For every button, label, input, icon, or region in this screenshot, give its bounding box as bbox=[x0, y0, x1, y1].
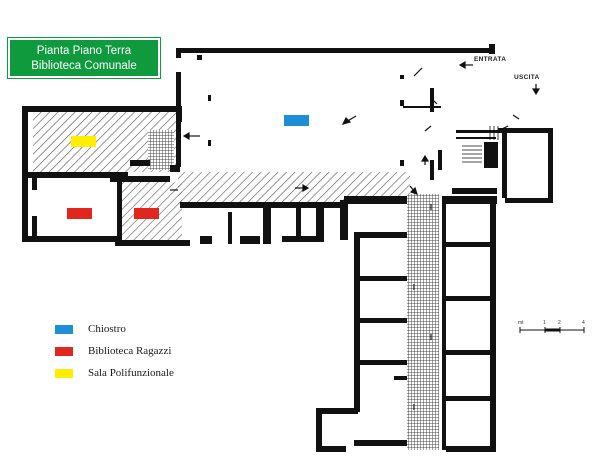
scale-bar bbox=[519, 327, 585, 333]
legend-label-chiostro: Chiostro bbox=[88, 323, 126, 335]
biblioteca-ragazzi-marker-2 bbox=[134, 208, 159, 219]
exit-label: USCITA bbox=[514, 74, 540, 81]
staircase bbox=[462, 126, 499, 163]
scale-tick-2: 2 bbox=[558, 320, 561, 326]
sala-polifunzionale-marker bbox=[71, 136, 96, 147]
chiostro-marker bbox=[284, 115, 309, 126]
scale-tick-1: 1 bbox=[543, 320, 546, 326]
legend-label-biblioteca-ragazzi: Biblioteca Ragazzi bbox=[88, 345, 172, 357]
stair-grid bbox=[148, 130, 174, 170]
direction-arrows bbox=[170, 60, 541, 195]
west-block-walls bbox=[22, 106, 190, 246]
wing-arrows bbox=[413, 204, 432, 410]
plan-title-line-1: Pianta Piano Terra bbox=[36, 45, 132, 57]
scale-tick-4: 4 bbox=[582, 320, 585, 326]
legend-label-sala-polifunzionale: Sala Polifunzionale bbox=[88, 367, 174, 379]
corridor-walls bbox=[180, 196, 497, 244]
east-block-walls bbox=[438, 128, 553, 203]
wing-corridor-grid bbox=[407, 194, 439, 450]
plan-title-box: Pianta Piano Terra Biblioteca Comunale bbox=[8, 38, 160, 78]
legend-swatch-biblioteca-ragazzi bbox=[55, 347, 73, 356]
plan-title-line-2: Biblioteca Comunale bbox=[31, 60, 137, 72]
legend-swatch-sala-polifunzionale bbox=[55, 369, 73, 378]
entrance-label: ENTRATA bbox=[474, 56, 507, 63]
scale-unit-label: mt bbox=[518, 320, 524, 326]
biblioteca-ragazzi-marker-1 bbox=[67, 208, 92, 219]
south-wing-walls bbox=[316, 200, 496, 452]
legend-swatch-chiostro bbox=[55, 325, 73, 334]
upper-hall-walls bbox=[176, 44, 495, 180]
